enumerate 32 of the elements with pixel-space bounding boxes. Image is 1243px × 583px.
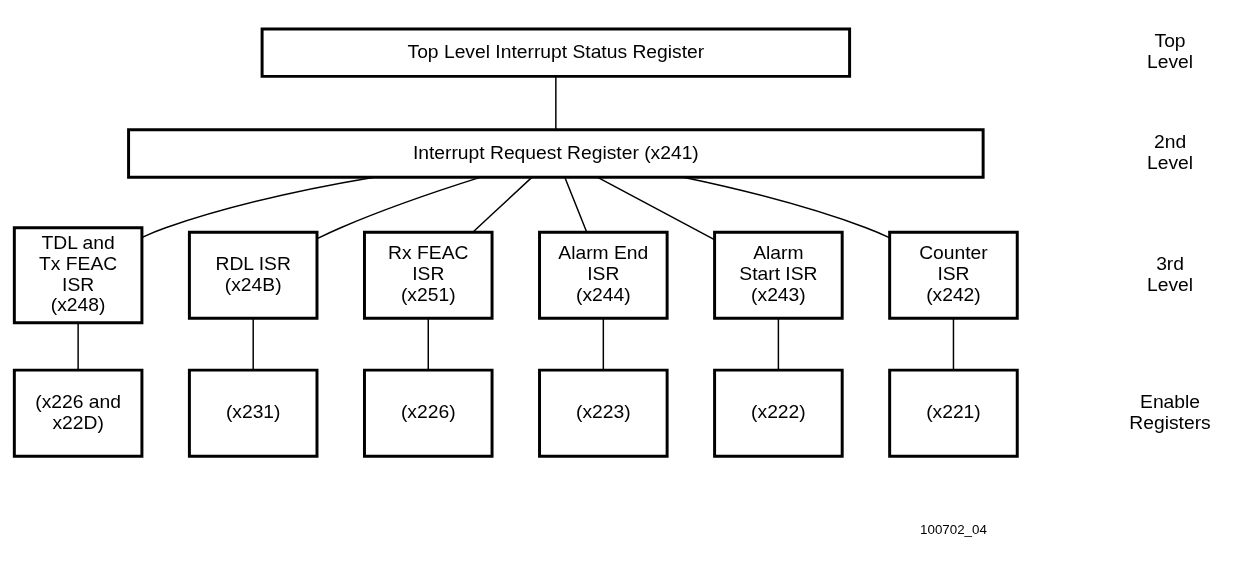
connector: [777, 317, 780, 371]
node-box: Counter ISR (x242): [888, 230, 1019, 320]
connector: [77, 322, 79, 371]
label: 100702_04: [920, 521, 987, 537]
node-box: (x222): [713, 368, 844, 458]
connector: [141, 176, 375, 239]
node-box: Interrupt Request Register (x241): [127, 128, 985, 179]
node-box: (x221): [888, 368, 1019, 458]
node-box: (x223): [538, 368, 669, 458]
connector: [252, 317, 254, 371]
node-box: (x226): [363, 368, 494, 458]
node-box: Alarm End ISR (x244): [538, 230, 669, 320]
node-box: (x231): [187, 368, 319, 458]
node-box: (x226 and x22D): [12, 368, 144, 458]
label: Enable Registers: [1129, 390, 1211, 433]
node-box: Alarm Start ISR (x243): [713, 230, 844, 320]
connector: [564, 176, 588, 233]
connector: [427, 317, 429, 371]
label: 3rd Level: [1147, 252, 1194, 295]
connector: [682, 176, 891, 239]
connector: [316, 176, 481, 240]
connector: [555, 76, 557, 131]
label: Top Level: [1147, 30, 1194, 73]
connector: [952, 317, 955, 371]
node-box: RDL ISR (x24B): [187, 230, 319, 320]
node-box: Rx FEAC ISR (x251): [363, 230, 494, 320]
connector: [602, 317, 605, 371]
node-box: TDL and Tx FEAC ISR (x248): [12, 226, 144, 325]
label: 2nd Level: [1147, 131, 1194, 173]
node-box: Top Level Interrupt Status Register: [260, 27, 852, 78]
connector: [472, 176, 533, 233]
connector: [596, 176, 716, 241]
